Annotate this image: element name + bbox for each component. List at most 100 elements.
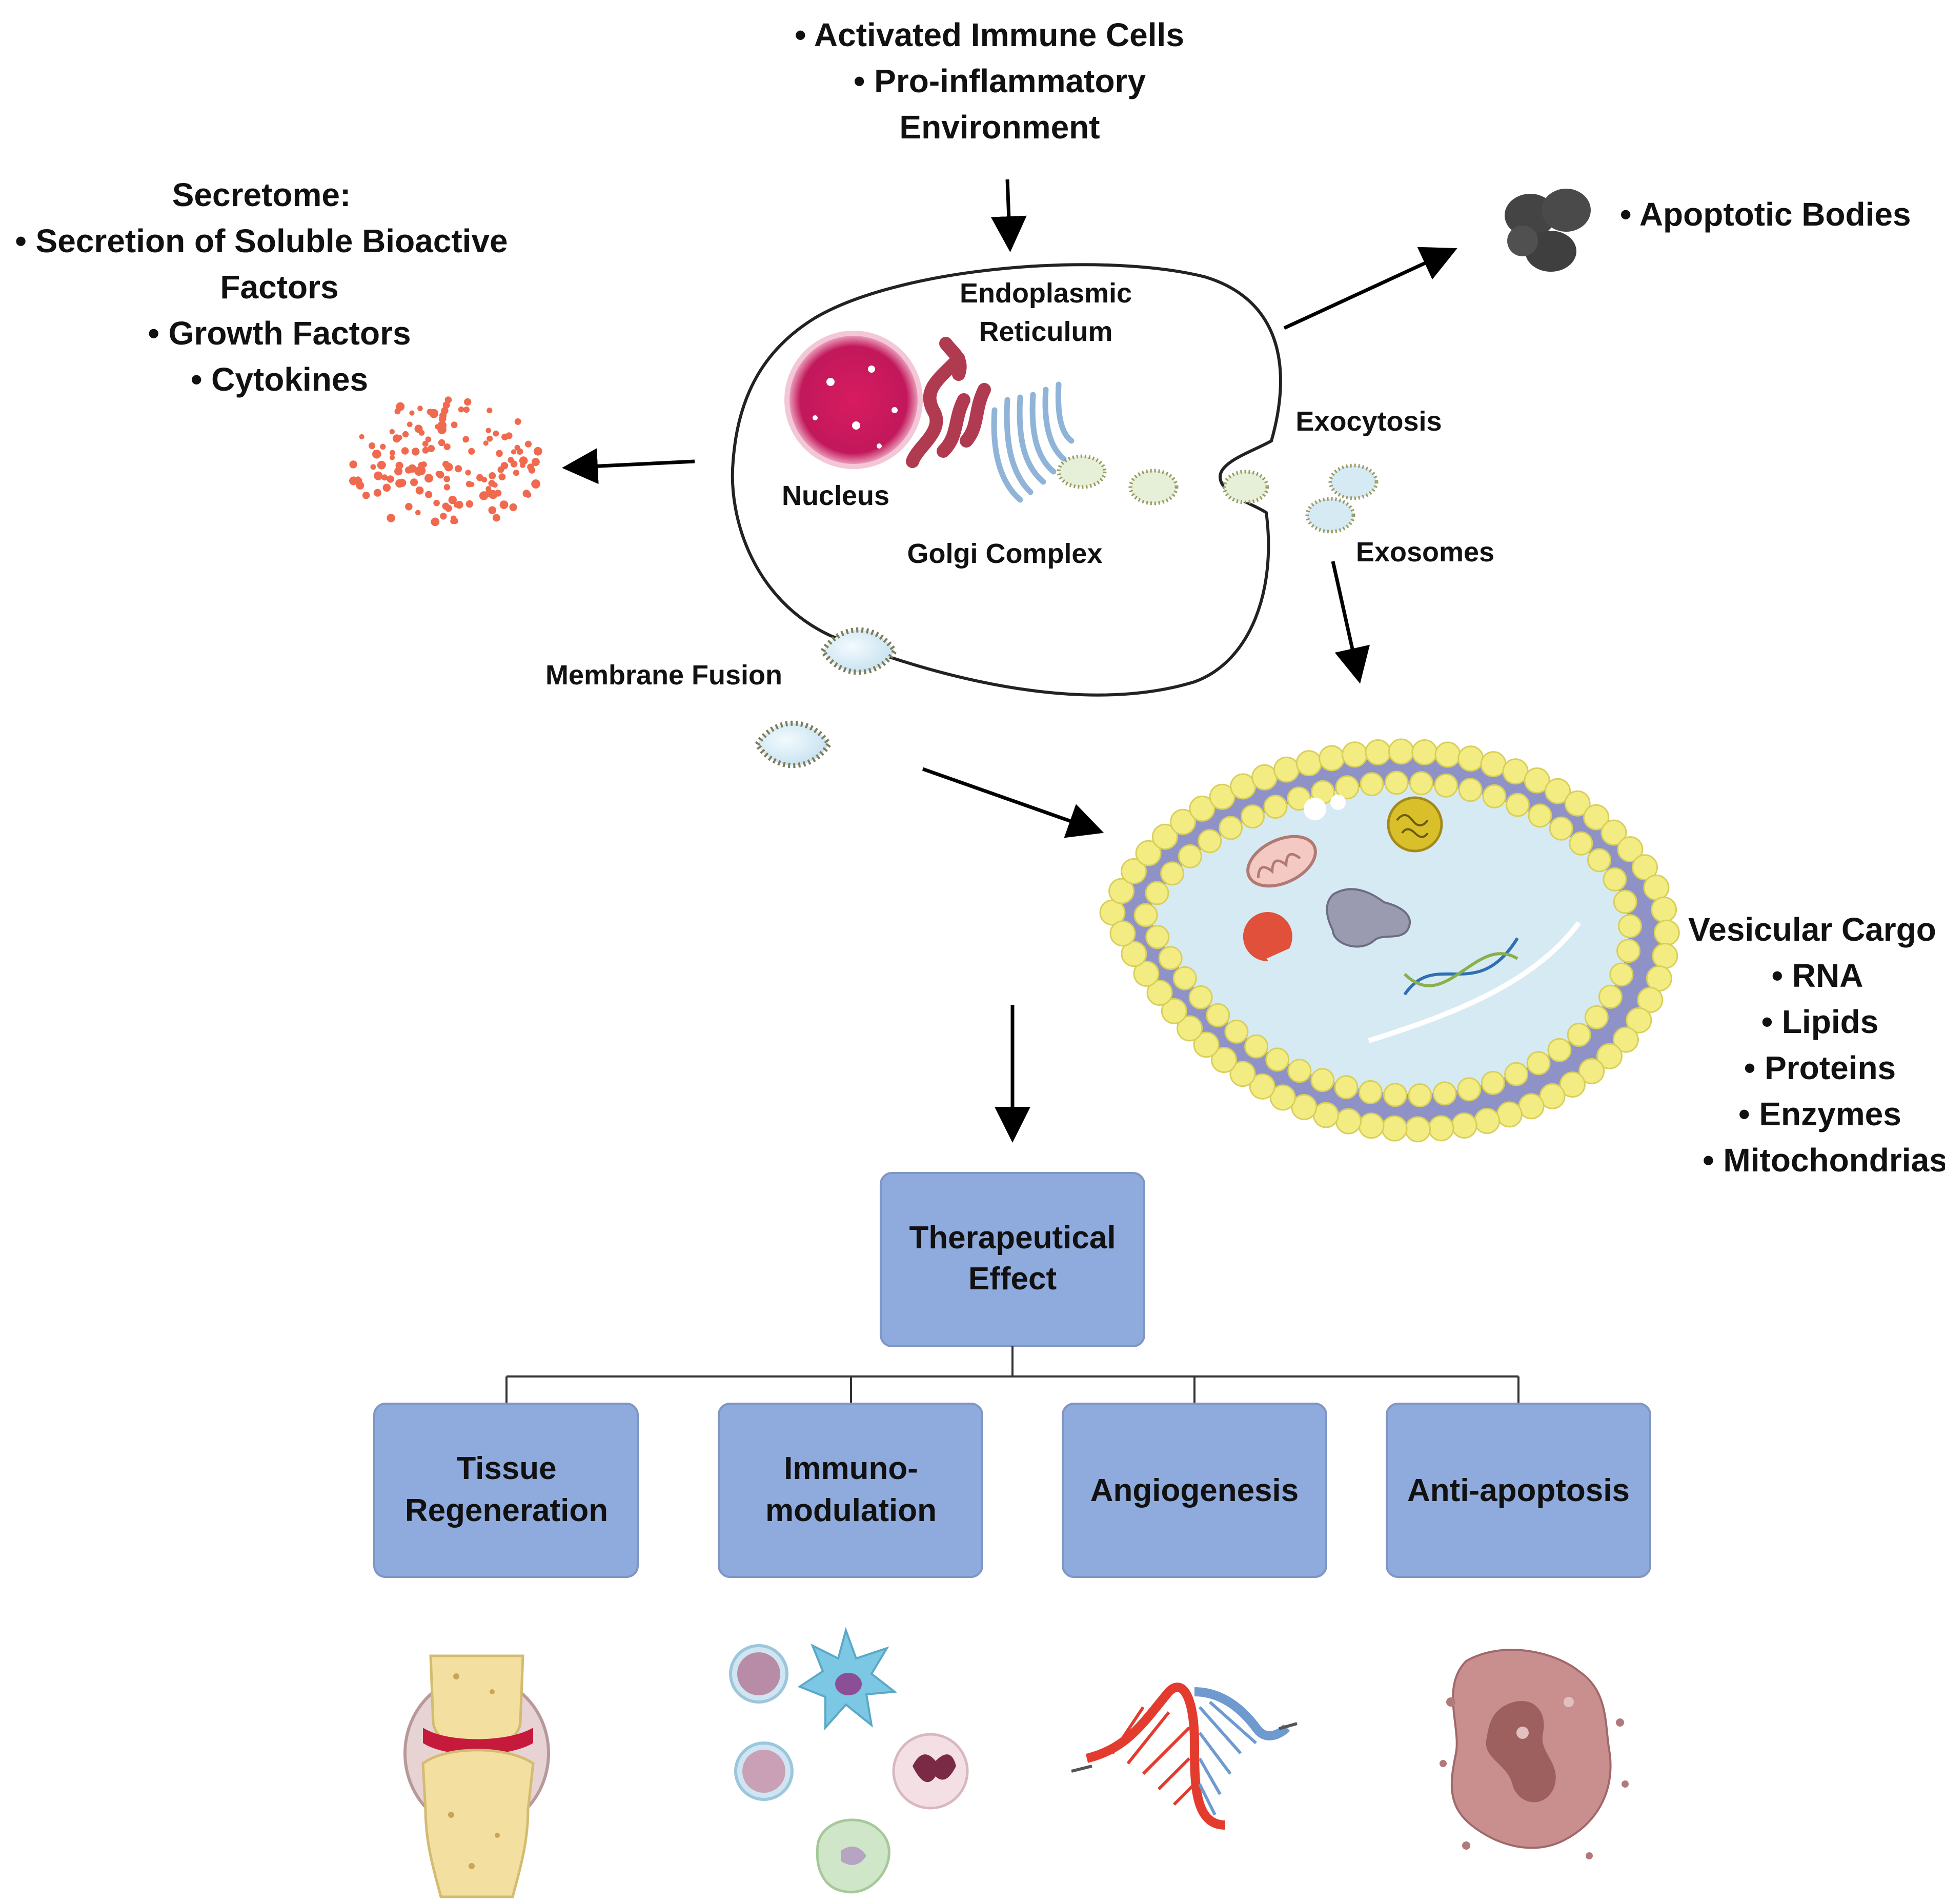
secretome-particle bbox=[389, 455, 395, 460]
secretome-particle bbox=[422, 447, 429, 454]
secretome-particle bbox=[380, 443, 386, 450]
secretome-particle bbox=[487, 408, 493, 414]
lipid-head bbox=[1616, 939, 1640, 963]
lipid-head bbox=[1564, 790, 1591, 817]
lipid-head bbox=[1334, 1075, 1359, 1100]
lipid-head bbox=[1241, 804, 1265, 829]
lipid-head bbox=[1224, 1019, 1249, 1044]
lipid-head bbox=[1652, 943, 1678, 969]
secretome-particle bbox=[439, 412, 447, 419]
lipid-head bbox=[1109, 920, 1136, 947]
secretome-particle bbox=[487, 435, 493, 442]
lipid-head bbox=[1518, 1093, 1545, 1120]
lipid-head bbox=[1189, 795, 1215, 822]
lipid-head bbox=[1609, 962, 1634, 987]
cell: Nucleus Endoplasmic Reticulum Golgi Comp… bbox=[545, 263, 1494, 768]
cargo-line-3: • Lipids bbox=[1761, 1003, 1879, 1040]
secretome-particle bbox=[438, 439, 445, 447]
lipid-head bbox=[1229, 1061, 1256, 1087]
blood-vessel-icon bbox=[1071, 1683, 1298, 1830]
lipid-head bbox=[1121, 858, 1147, 884]
joint-icon bbox=[403, 1654, 550, 1898]
lipid-head bbox=[1612, 1026, 1639, 1053]
secretome-particle bbox=[416, 466, 426, 475]
lipid-head bbox=[1583, 804, 1610, 831]
arrow-cell-to-secretome bbox=[562, 448, 695, 484]
secretome-particle bbox=[520, 462, 525, 468]
lipid-head bbox=[1135, 840, 1162, 866]
lipid-head bbox=[1632, 854, 1658, 881]
arrow-fusion-to-vesicle bbox=[922, 767, 1104, 838]
lipid-head bbox=[1177, 1015, 1203, 1042]
secretome-particle bbox=[514, 418, 521, 425]
lipid-head bbox=[1651, 896, 1677, 923]
secretome-particle bbox=[468, 448, 475, 455]
stimulus-line-1: • Activated Immune Cells bbox=[795, 16, 1184, 53]
secretome-particle bbox=[465, 470, 471, 476]
lipid-head bbox=[1626, 1007, 1652, 1034]
secretome-particle bbox=[488, 506, 497, 514]
secretome-particle bbox=[479, 491, 489, 500]
lipid-head bbox=[1481, 1070, 1505, 1095]
lipid-head bbox=[1358, 1080, 1383, 1104]
arrow-stimulus-to-cell bbox=[990, 179, 1027, 252]
stimulus-line-3: Environment bbox=[899, 109, 1100, 146]
lipid-head bbox=[1263, 795, 1288, 819]
secretome-particle bbox=[489, 472, 496, 479]
cargo-line-1: Vesicular Cargo bbox=[1688, 911, 1936, 948]
lipid-head bbox=[1432, 1081, 1457, 1106]
exocytosis-label: Exocytosis bbox=[1295, 406, 1442, 437]
lipid-head bbox=[1161, 998, 1187, 1024]
secretome-line-3: Factors bbox=[220, 269, 338, 306]
lipid-head bbox=[1188, 985, 1213, 1009]
secretome-particle bbox=[452, 518, 458, 524]
secretome-particle bbox=[397, 435, 402, 440]
lipid-head bbox=[1211, 1047, 1238, 1073]
lipid-head bbox=[1365, 739, 1391, 765]
secretome-particle bbox=[424, 474, 433, 483]
lipid-head bbox=[1287, 786, 1311, 811]
secretome-particle bbox=[401, 447, 409, 455]
secretome-particle bbox=[496, 450, 503, 457]
secretome-line-1: Secretome: bbox=[172, 176, 351, 213]
lipid-head bbox=[1145, 881, 1169, 905]
angiogenesis-box bbox=[1062, 1403, 1327, 1578]
secretome-particle bbox=[500, 462, 509, 470]
secretome-particle bbox=[370, 464, 376, 470]
lipid-head bbox=[1251, 764, 1278, 791]
lipid-head bbox=[1505, 793, 1530, 817]
secretome-particle bbox=[425, 436, 432, 442]
lipid-head bbox=[1244, 1034, 1269, 1059]
secretome-particle bbox=[444, 396, 452, 403]
arrow-exosomes-to-vesicle bbox=[1331, 561, 1370, 684]
secretome-particle bbox=[448, 496, 457, 504]
secretome-particle bbox=[349, 460, 357, 469]
secretome-particle bbox=[442, 502, 450, 510]
immunomodulation-box bbox=[718, 1403, 983, 1578]
lipid-head bbox=[1451, 1112, 1477, 1139]
secretome-particle bbox=[458, 406, 464, 413]
secretome-particle bbox=[524, 440, 532, 448]
lipid-head bbox=[1360, 772, 1384, 797]
lipid-head bbox=[1637, 987, 1664, 1013]
secretome-particle bbox=[492, 482, 498, 488]
mitochondrion-icon bbox=[1246, 835, 1317, 888]
lipid-head bbox=[1209, 783, 1235, 810]
secretome-particle bbox=[377, 461, 385, 469]
secretome-particle bbox=[374, 471, 383, 480]
therapeutic-effect-line-2: Effect bbox=[968, 1261, 1057, 1297]
secretome-particle bbox=[415, 486, 424, 495]
apoptotic-cell-icon bbox=[1440, 1649, 1629, 1859]
secretome-particle bbox=[435, 424, 440, 430]
secretome-particle bbox=[355, 476, 361, 482]
secretome-line-2: • Secretion of Soluble Bioactive bbox=[15, 222, 508, 259]
secretome-particles bbox=[349, 396, 542, 526]
secretome-particle bbox=[492, 514, 500, 522]
lipid-head bbox=[1600, 819, 1627, 846]
lipid-head bbox=[1480, 751, 1507, 778]
secretome-particle bbox=[511, 449, 517, 455]
secretome-particle bbox=[387, 514, 395, 522]
secretome-particle bbox=[409, 410, 415, 416]
secretome-particle bbox=[429, 409, 439, 418]
lipid-head bbox=[1335, 1108, 1362, 1135]
